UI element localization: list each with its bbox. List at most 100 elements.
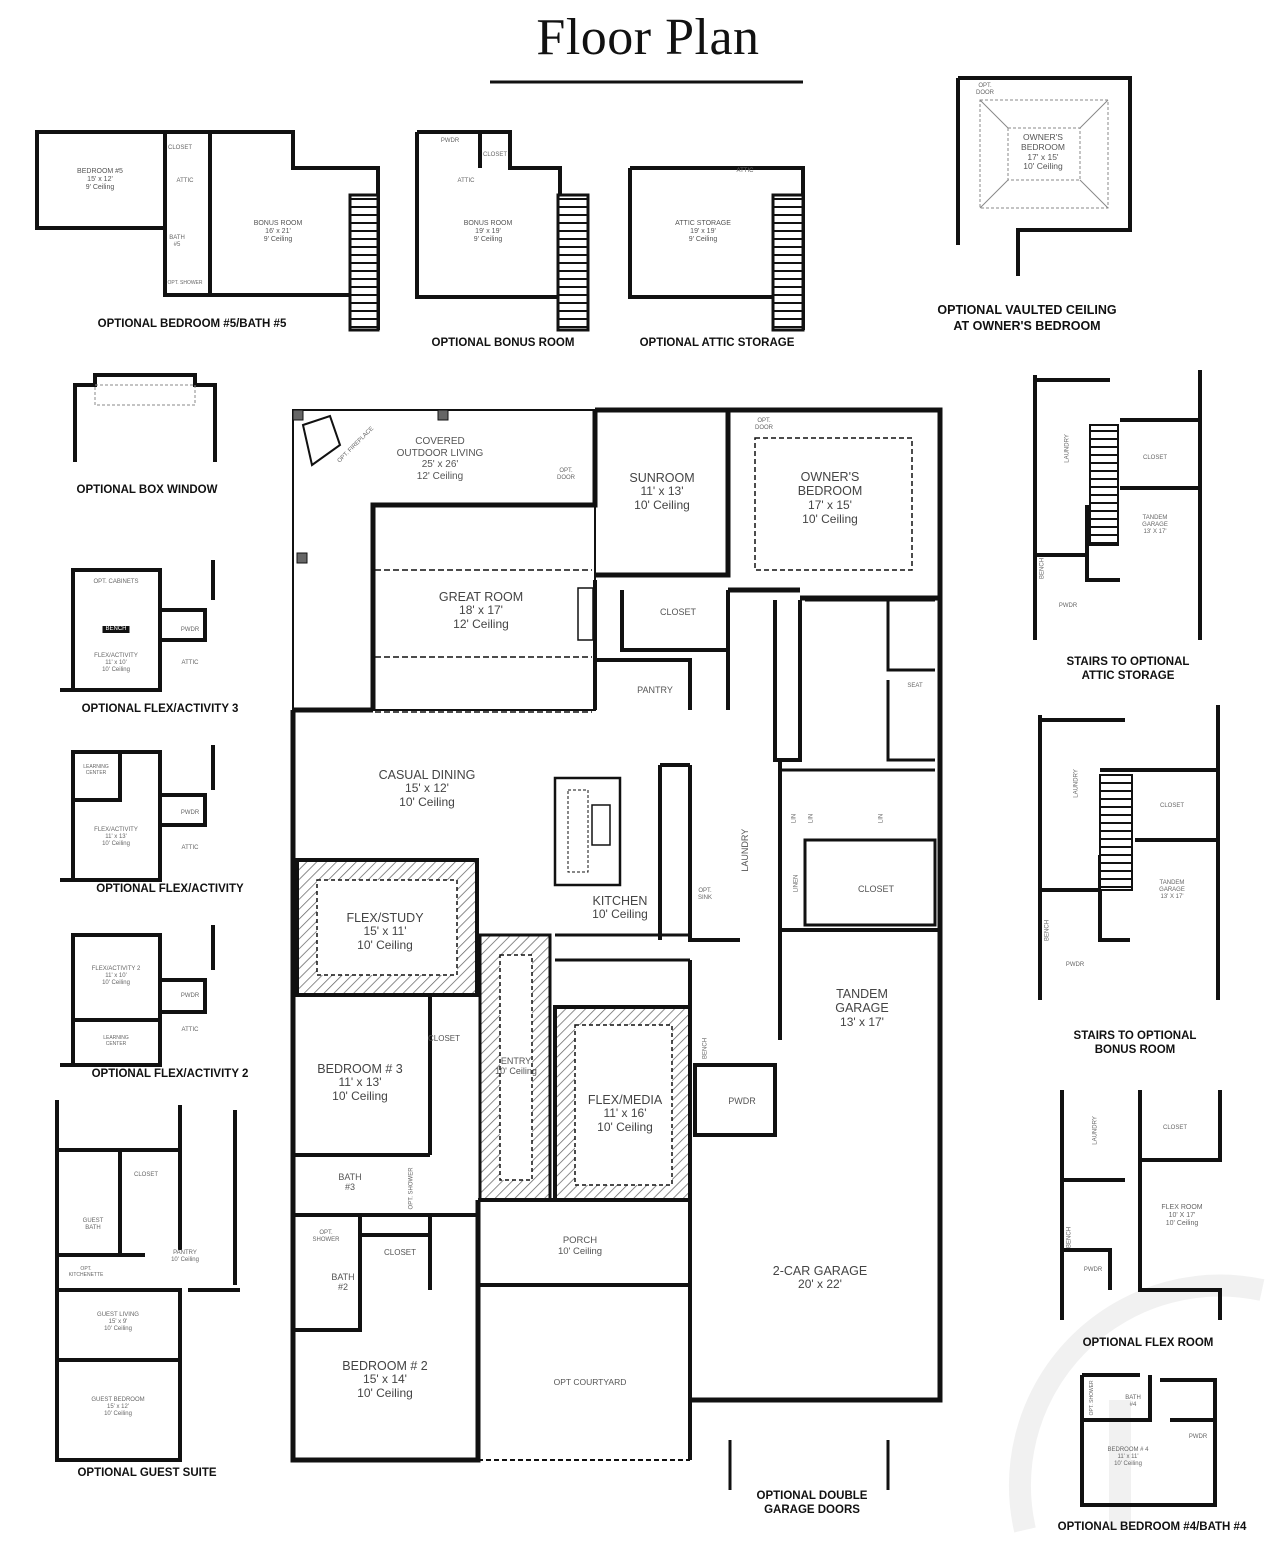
owners-opt-door-label: OPT. DOOR <box>755 418 773 431</box>
inset-bonus-drawing <box>415 130 590 332</box>
inset-bed4-opt-shower-label: OPT. SHOWER <box>1089 1380 1096 1416</box>
inset-flex3-bench-label: BENCH <box>102 626 130 633</box>
caption-optional-flex-activity: OPTIONAL FLEX/ACTIVITY <box>96 883 244 895</box>
lin-label-3: LIN <box>878 813 885 824</box>
linen-label: LINEN <box>793 874 800 893</box>
bedroom2-closet-label: CLOSET <box>383 1248 417 1257</box>
inset-bed5-closet-label: CLOSET <box>167 145 193 151</box>
bench-label: BENCH <box>702 1037 709 1059</box>
caption-optional-flex-activity-3: OPTIONAL FLEX/ACTIVITY 3 <box>81 703 239 715</box>
inset-guest-suite-drawing <box>55 1100 240 1462</box>
inset-bonus-attic-label: ATTIC <box>457 178 475 184</box>
inset-bedroom4-drawing <box>1080 1373 1217 1507</box>
inset-bed5-attic-label: ATTIC <box>176 178 194 184</box>
inset-attic-drawing <box>628 166 805 332</box>
room-label-opt-courtyard: OPT COURTYARD <box>553 1377 627 1387</box>
room-label-bath-2: BATH#2 <box>331 1272 355 1293</box>
seat-label: SEAT <box>907 683 923 689</box>
inset-attic-attic-label: ATTIC <box>736 168 754 174</box>
inset-flex-drawings <box>60 560 215 1067</box>
caption-optional-flex-room: OPTIONAL FLEX ROOM <box>1082 1337 1214 1349</box>
inset-stairs-bonus-closet-label: CLOSET <box>1159 803 1185 809</box>
inset-stairs-bonus-drawing <box>1038 705 1220 1000</box>
caption-optional-bedroom5-bath5: OPTIONAL BEDROOM #5/BATH #5 <box>97 318 287 330</box>
inset-flex-room-laundry-label: LAUNDRY <box>1092 1116 1099 1145</box>
bath3-opt-shower-label: OPT. SHOWER <box>408 1167 415 1210</box>
bath2-opt-shower-label: OPT. SHOWER <box>312 1230 340 1243</box>
inset-stairs-bonus-bench-label: BENCH <box>1044 919 1051 941</box>
inset-flex-room-drawing <box>1060 1090 1222 1320</box>
room-label-bath-3: BATH#3 <box>338 1172 362 1193</box>
inset-flex3-attic-label: ATTIC <box>181 660 199 666</box>
inset-flex-pwdr-label: PWDR <box>180 810 200 816</box>
inset-stairs-attic-pwdr-label: PWDR <box>1058 603 1078 609</box>
inset-stairs-attic-drawing <box>1033 370 1202 640</box>
opt-door-label: OPT. DOOR <box>557 468 575 481</box>
inset-flex3-cabinets-label: OPT. CABINETS <box>93 579 139 585</box>
inset-bedroom5-drawing <box>35 130 380 332</box>
inset-vaulted-drawing <box>956 76 1132 276</box>
inset-bed5-opt-shower-label: OPT. SHOWER <box>167 280 203 286</box>
inset-bonus-closet-label: CLOSET <box>482 152 508 158</box>
pwdr-label: PWDR <box>728 1096 756 1106</box>
inset-bed4-pwdr-label: PWDR <box>1188 1434 1208 1440</box>
inset-flex2-pwdr-label: PWDR <box>180 993 200 999</box>
caption-optional-flex-activity-2: OPTIONAL FLEX/ACTIVITY 2 <box>91 1068 249 1080</box>
inset-bed5-bath-label: BATH#5 <box>169 235 185 248</box>
inset-flex-attic-label: ATTIC <box>181 845 199 851</box>
bedroom3-closet-label: CLOSET <box>427 1034 461 1043</box>
opt-sink-label: OPT. SINK <box>697 888 712 901</box>
owners-closet-label: CLOSET <box>857 884 895 894</box>
inset-flex-room-bench-label: BENCH <box>1066 1226 1073 1248</box>
closet-label: CLOSET <box>659 607 697 617</box>
inset-guest-kitchenette-label: OPT.KITCHENETTE <box>68 1266 104 1278</box>
caption-optional-bonus-room: OPTIONAL BONUS ROOM <box>431 337 575 349</box>
lin-label-2: LIN <box>808 813 815 824</box>
inset-flex3-pwdr-label: PWDR <box>180 627 200 633</box>
inset-flex-room-closet-label: CLOSET <box>1162 1125 1188 1131</box>
inset-stairs-attic-closet-label: CLOSET <box>1142 455 1168 461</box>
inset-stairs-bonus-pwdr-label: PWDR <box>1065 962 1085 968</box>
lin-label-1: LIN <box>791 813 798 824</box>
laundry-label: LAUNDRY <box>739 828 750 872</box>
page-title: Floor Plan <box>536 9 760 66</box>
pantry-label: PANTRY <box>637 685 673 695</box>
caption-optional-attic-storage: OPTIONAL ATTIC STORAGE <box>639 337 795 349</box>
inset-guest-closet-label: CLOSET <box>133 1172 159 1178</box>
inset-bonus-pwdr-label: PWDR <box>440 138 460 144</box>
inset-stairs-bonus-laundry-label: LAUNDRY <box>1073 769 1080 798</box>
